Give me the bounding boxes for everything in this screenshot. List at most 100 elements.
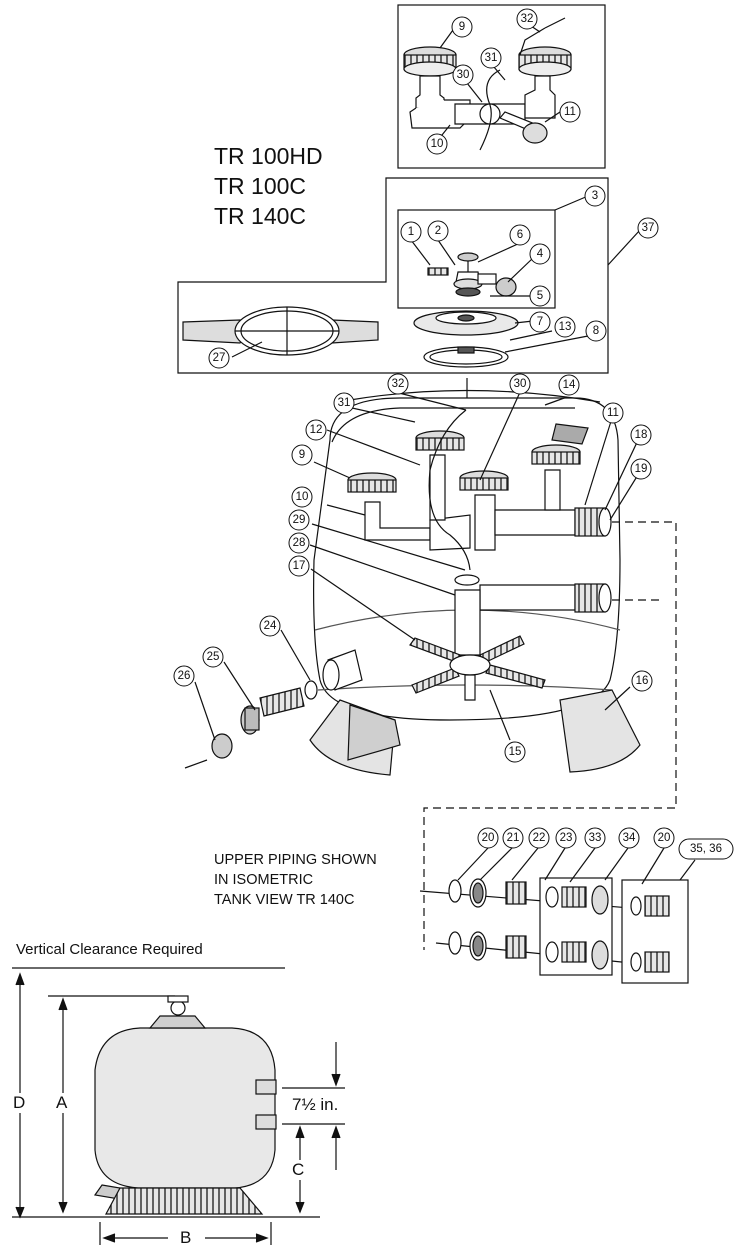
svg-text:20: 20	[482, 832, 495, 844]
svg-text:31: 31	[485, 52, 498, 64]
callout-23: 23	[555, 827, 577, 849]
drain-plug-assembly	[184, 687, 305, 769]
svg-text:23: 23	[560, 832, 573, 844]
callout-20: 20	[477, 827, 499, 849]
svg-text:32: 32	[392, 378, 405, 390]
svg-text:1: 1	[408, 226, 414, 238]
svg-text:11: 11	[607, 407, 619, 419]
svg-text:10: 10	[431, 138, 444, 150]
dimension-d: D	[13, 1093, 26, 1113]
callout-4: 4	[529, 243, 551, 265]
svg-text:33: 33	[589, 832, 602, 844]
callout-32: 32	[516, 8, 538, 30]
callout-12: 12	[305, 419, 327, 441]
callout-30: 30	[509, 373, 531, 395]
callout-31: 31	[480, 47, 502, 69]
callout-8: 8	[585, 320, 607, 342]
svg-text:10: 10	[296, 491, 309, 503]
callout-1: 1	[400, 221, 422, 243]
svg-text:9: 9	[299, 449, 305, 461]
svg-text:2: 2	[435, 225, 441, 237]
dimension-b: B	[180, 1228, 192, 1248]
callout-19: 19	[630, 458, 652, 480]
o-ring-24	[304, 680, 318, 700]
svg-text:35, 36: 35, 36	[690, 843, 722, 855]
model-name-2: TR 100C	[214, 173, 307, 199]
svg-text:34: 34	[623, 832, 636, 844]
callout-5: 5	[529, 285, 551, 307]
callout-24: 24	[259, 615, 281, 637]
callout-30: 30	[452, 64, 474, 86]
svg-text:24: 24	[264, 620, 277, 632]
svg-text:31: 31	[338, 397, 351, 409]
callout-20: 20	[653, 827, 675, 849]
callout-31: 31	[333, 392, 355, 414]
callout-18: 18	[630, 424, 652, 446]
svg-text:20: 20	[658, 832, 671, 844]
callout-34: 34	[618, 827, 640, 849]
callout-21: 21	[502, 827, 524, 849]
callout-29: 29	[288, 509, 310, 531]
model-name-3: TR 140C	[214, 203, 307, 229]
svg-text:30: 30	[457, 69, 470, 81]
valve-subinset-frame	[397, 209, 556, 309]
svg-text:8: 8	[593, 325, 599, 337]
callout-22: 22	[528, 827, 550, 849]
callout-7: 7	[529, 311, 551, 333]
callout-6: 6	[509, 224, 531, 246]
svg-text:17: 17	[293, 560, 306, 572]
svg-text:25: 25	[207, 651, 220, 663]
svg-text:30: 30	[514, 378, 527, 390]
note-line-1: UPPER PIPING SHOWN	[214, 852, 377, 868]
dimension-gap: 7½ in.	[292, 1095, 339, 1115]
callout-32: 32	[387, 373, 409, 395]
model-name-1: TR 100HD	[214, 143, 323, 169]
svg-text:29: 29	[293, 514, 306, 526]
callout-37: 37	[637, 217, 659, 239]
svg-text:16: 16	[636, 675, 649, 687]
svg-text:4: 4	[537, 248, 544, 260]
svg-text:21: 21	[507, 832, 520, 844]
filter-tank	[309, 378, 641, 776]
dimension-a: A	[56, 1093, 68, 1113]
svg-text:5: 5	[537, 290, 543, 302]
callout-10: 10	[426, 133, 448, 155]
svg-text:27: 27	[213, 352, 226, 364]
callout-15: 15	[504, 741, 526, 763]
callout-9: 9	[291, 444, 313, 466]
callout-9: 9	[451, 16, 473, 38]
note-line-2: IN ISOMETRIC	[214, 872, 314, 888]
callout-11: 11	[602, 402, 624, 424]
svg-text:6: 6	[517, 229, 523, 241]
callout-28: 28	[288, 532, 310, 554]
lateral-assembly	[182, 306, 379, 356]
svg-text:15: 15	[509, 746, 522, 758]
svg-text:11: 11	[564, 106, 576, 118]
callout-13: 13	[554, 316, 576, 338]
callout-11: 11	[559, 101, 581, 123]
callout-10: 10	[291, 486, 313, 508]
callout-27: 27	[208, 347, 230, 369]
callout-2: 2	[427, 220, 449, 242]
svg-text:3: 3	[592, 190, 598, 202]
callout-3: 3	[584, 185, 606, 207]
svg-text:28: 28	[293, 537, 306, 549]
svg-text:32: 32	[521, 13, 534, 25]
svg-text:13: 13	[559, 321, 572, 333]
callout-33: 33	[584, 827, 606, 849]
valve-inset-frame	[177, 177, 609, 374]
svg-text:37: 37	[642, 222, 655, 234]
callout-25: 25	[202, 646, 224, 668]
svg-text:14: 14	[563, 379, 576, 391]
isometric-note: UPPER PIPING SHOWN IN ISOMETRIC TANK VIE…	[214, 850, 377, 910]
svg-text:9: 9	[459, 21, 465, 33]
callout-16: 16	[631, 670, 653, 692]
callout-14: 14	[558, 374, 580, 396]
svg-text:7: 7	[537, 316, 543, 328]
upper-piping-inset	[403, 17, 572, 151]
svg-text:12: 12	[310, 424, 323, 436]
multiport-valve	[413, 252, 519, 368]
callout-26: 26	[173, 665, 195, 687]
svg-text:22: 22	[533, 832, 546, 844]
